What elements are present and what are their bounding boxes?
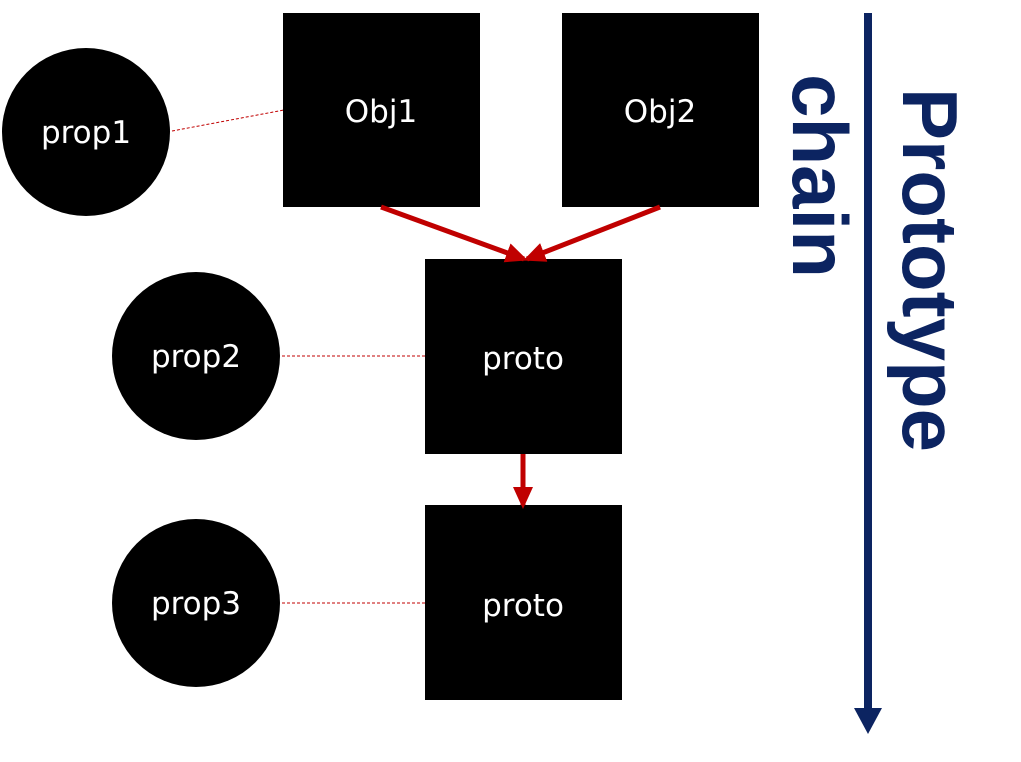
proto2-label: proto [482,588,564,624]
obj1-label: Obj1 [345,94,417,130]
prop3-label: prop3 [151,586,241,622]
prop1-label: prop1 [41,115,131,151]
prop1-node: prop1 [2,48,170,216]
proto1-label: proto [482,341,564,377]
prop3-node: prop3 [112,519,280,687]
obj2-label: Obj2 [624,94,696,130]
proto1-node: proto [425,259,622,454]
obj1-node: Obj1 [283,13,480,207]
obj1-to-proto-arrow [380,204,528,263]
prototype-chain-axis [854,13,882,734]
title-line-2: chain [776,74,864,278]
obj2-node: Obj2 [562,13,759,207]
obj2-to-proto-arrow [523,204,661,262]
prototype-chain-title: Prototype chain [776,74,974,452]
title-line-1: Prototype [886,88,974,452]
proto2-node: proto [425,505,622,700]
prop2-label: prop2 [151,339,241,375]
prop2-node: prop2 [112,272,280,440]
prop1-connector [171,109,285,132]
